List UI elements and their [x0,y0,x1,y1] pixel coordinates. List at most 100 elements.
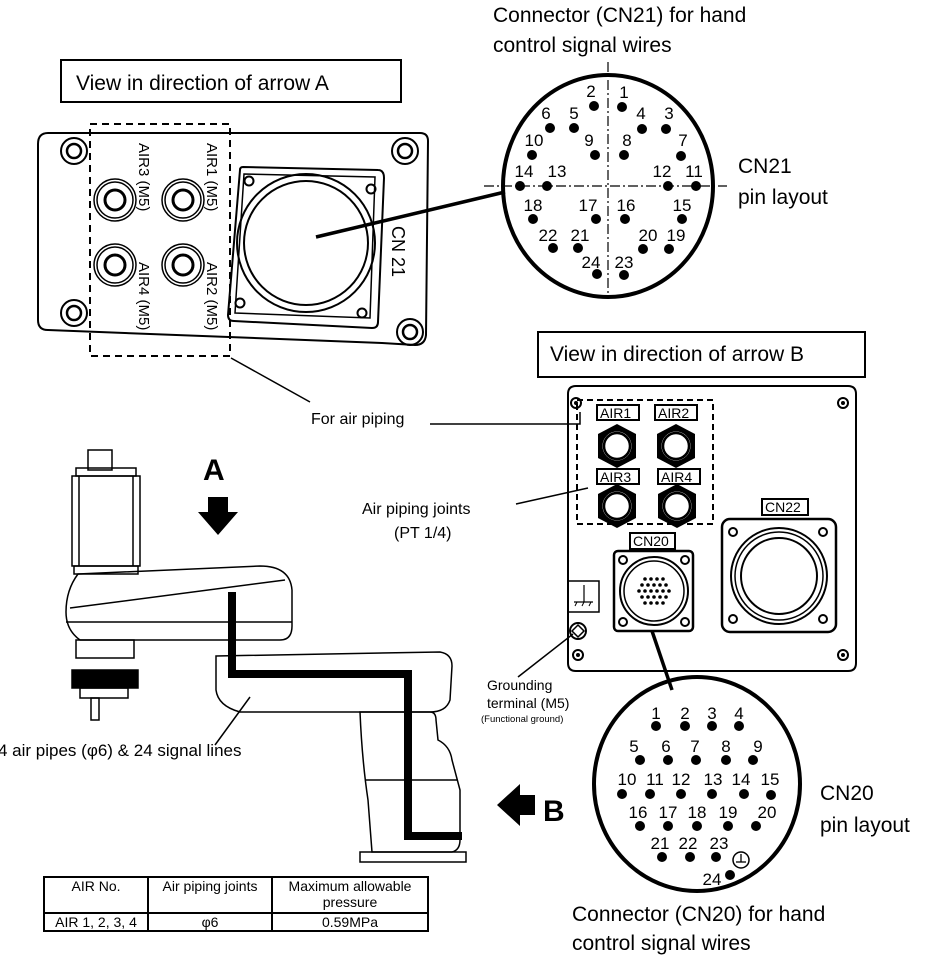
view-b-air3-label: AIR3 [600,469,631,485]
for-air-piping-leader-a [230,357,311,403]
cn21-pin-dot [676,151,686,161]
cn21-pin-dot [548,243,558,253]
air-port-3 [93,178,137,222]
cn21-pin-label: 9 [584,131,593,150]
cn20-ground-icon [732,851,750,869]
cn20-mini-pin [643,589,647,593]
cable-route [228,592,462,840]
robot-side-view [65,449,467,863]
air-port-4 [93,243,137,287]
table-header: AIR No. [43,876,149,914]
cn21-pin-label: 3 [664,104,673,123]
view-a-plate: AIR1 (M5) AIR2 (M5) AIR3 (M5) AIR4 (M5) … [37,123,430,357]
cn20-pin-dot [635,821,645,831]
cn20-pin-dot [748,755,758,765]
cn21-pin-label: 14 [515,162,534,181]
cn20-pin-label: 17 [659,803,678,822]
cn20-pin-label: 3 [707,704,716,723]
cn20-pin-label: 13 [704,770,723,789]
air-joint-2 [657,424,695,468]
cn20-pin-dot [676,789,686,799]
cn20-mini-pin [655,601,659,605]
cn21-pin-label: 19 [667,226,686,245]
cn21-pin-dot [637,124,647,134]
grounding-label-line2: terminal (M5) [487,695,569,711]
cn20-mini-pin [655,577,659,581]
cn20-mini-pin [643,577,647,581]
cn20-mini-pin [661,577,665,581]
cn20-mini-pin [652,583,656,587]
cn21-pin-label: 24 [582,253,601,272]
cn20-pin-label: 9 [753,737,762,756]
cn21-label: CN 21 [388,226,408,277]
cn20-pin-label: 22 [679,834,698,853]
table-header: Maximum allowable pressure [271,876,429,914]
air-joint-3 [598,484,636,528]
cn21-pin-dot [590,150,600,160]
cn21-layout-label-line2: pin layout [738,186,828,209]
cn20-pin-label: 18 [688,803,707,822]
cn21-pin-label: 4 [636,104,645,123]
cn21-flange [226,165,386,330]
cn21-pin-label: 15 [673,196,692,215]
screw [391,137,419,165]
air-joints-label-line1: Air piping joints [362,501,471,518]
cn20-pin-dot [723,821,733,831]
arrow-a-label: A [203,454,225,487]
cn20-mini-pin [643,601,647,605]
cn20-pin-dot [766,790,776,800]
for-air-piping-label: For air piping [311,411,404,428]
cn20-mini-pin [661,601,665,605]
cn20-mini-pin [661,589,665,593]
cn21-pin-label: 5 [569,104,578,123]
cn21-pin-dot [620,214,630,224]
cn21-pin-label: 7 [678,131,687,150]
cn20-mini-pin [655,589,659,593]
cn20-pin-dot [707,721,717,731]
cn20-pin-label: 23 [710,834,729,853]
cn21-pin-label: 1 [619,83,628,102]
cn20-pin-label: 7 [690,737,699,756]
view-b-title: View in direction of arrow B [550,343,804,366]
grounding-label-line1: Grounding [487,677,552,693]
view-b-title-box: View in direction of arrow B [537,331,866,378]
cn20-mini-pin [640,583,644,587]
screw [837,649,849,661]
cn21-pin-label: 8 [622,131,631,150]
cn20-mini-pin [649,601,653,605]
cn20-mini-pin [664,583,668,587]
table-cell: 0.59MPa [271,912,429,932]
cn20-pin-label: 5 [629,737,638,756]
cn21-pin-label: 10 [525,131,544,150]
cn21-caption-line2: control signal wires [493,34,672,57]
pipes-leader [214,696,251,746]
cn20-caption-line2: control signal wires [572,932,751,955]
screw [837,397,849,409]
cn21-pin-label: 22 [539,226,558,245]
view-a-title: View in direction of arrow A [76,72,329,95]
cn20-pin-dot [651,721,661,731]
cn20-mini-pin [667,589,671,593]
cn21-pin-dot [691,181,701,191]
cn21-pin-dot [527,150,537,160]
screw [60,299,88,327]
cn21-pin-dot [617,102,627,112]
cn21-pin-dot [542,181,552,191]
cn20-mini-pin [640,595,644,599]
cn21-pin-label: 16 [617,196,636,215]
cn21-pin-dot [664,244,674,254]
cn20-pin-dot [617,789,627,799]
cn20-pin-dot [635,755,645,765]
cn21-pin-dot [663,181,673,191]
cn20-pin-label: 1 [651,704,660,723]
cn20-mini-pin [652,595,656,599]
ground-symbol-icon [567,580,600,613]
cn20-pin-dot [692,821,702,831]
cn21-pin-dot [619,270,629,280]
cn20-pin-label: 12 [672,770,691,789]
cn20-mini-pin [658,583,662,587]
cn20-pin-label: 11 [646,770,664,789]
